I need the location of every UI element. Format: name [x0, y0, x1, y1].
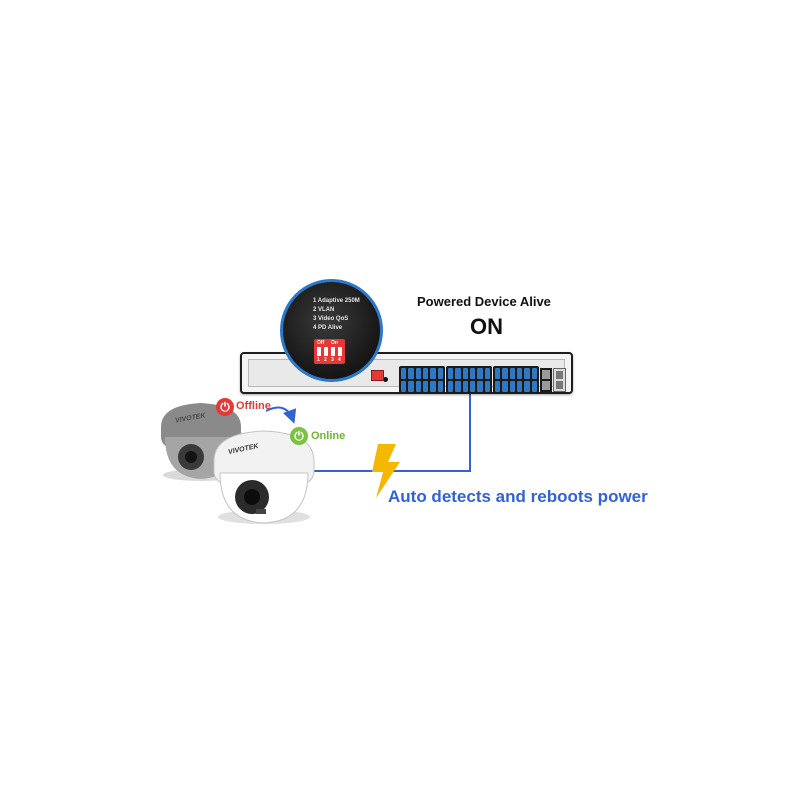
port-group-1: [399, 366, 445, 394]
power-icon: ⏻: [290, 427, 308, 445]
dip-number-3: 3: [331, 357, 334, 363]
feature-title: Powered Device Alive: [417, 294, 551, 309]
uplink-port: [540, 368, 552, 392]
dip-number-1: 1: [317, 357, 320, 363]
feature-state: ON: [470, 314, 503, 339]
dip-setting-4: 4 PD Alive: [313, 325, 343, 331]
camera-online: [213, 430, 315, 524]
offline-label: Offline: [236, 400, 271, 412]
poe-cable-line: [308, 389, 471, 472]
online-label: Online: [311, 430, 346, 442]
dip-setting-3: 3 Video QoS: [313, 316, 349, 322]
dip-on-label: On: [331, 340, 338, 346]
poe-switch: [240, 352, 573, 394]
dip-off-label: Off: [317, 340, 325, 346]
dip-switch-indicator: [371, 370, 384, 381]
caption: Auto detects and reboots power: [388, 487, 648, 506]
port-group-3: [493, 366, 539, 394]
dip-lever-2: [324, 347, 328, 356]
dip-number-4: 4: [338, 357, 341, 363]
dip-lever-3: [331, 347, 335, 356]
dip-setting-2: 2 VLAN: [313, 307, 335, 313]
dip-switch-zoom: 1 Adaptive 250M 2 VLAN 3 Video QoS 4 PD …: [280, 279, 383, 382]
switch-front-panel: [248, 359, 566, 394]
port-group-2: [446, 366, 492, 394]
dip-lever-1: [317, 347, 321, 356]
reset-button-icon: [383, 377, 388, 382]
dip-switch: Off On 1 2 3 4: [314, 339, 345, 364]
dip-number-2: 2: [324, 357, 327, 363]
dip-setting-1: 1 Adaptive 250M: [313, 298, 360, 304]
power-icon: ⏻: [216, 398, 234, 416]
curved-arrow-icon: [265, 406, 297, 424]
sfp-port: [553, 368, 566, 392]
lightning-bolt-icon: [372, 444, 400, 498]
dip-lever-4: [338, 347, 342, 356]
